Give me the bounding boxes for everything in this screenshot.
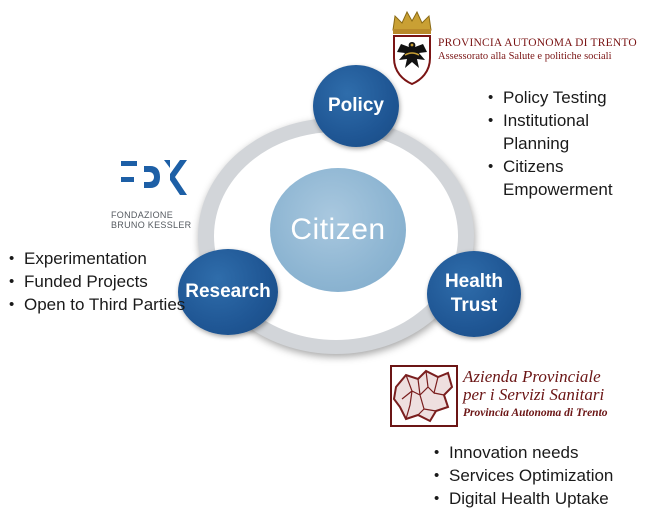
fbk-logo-text: FONDAZIONE BRUNO KESSLER — [111, 210, 191, 230]
apss-logo-line1: Azienda Provinciale — [463, 367, 601, 386]
list-item: Open to Third Parties — [8, 293, 208, 316]
node-health-label-line2: Trust — [450, 295, 498, 316]
list-item: Citizens Empowerment — [487, 155, 657, 201]
research-bullet-list: Experimentation Funded Projects Open to … — [8, 247, 208, 316]
list-item: Innovation needs — [433, 441, 659, 464]
center-circle: Citizen — [270, 168, 406, 292]
fbk-logo-line2: BRUNO KESSLER — [111, 220, 192, 230]
list-item: Institutional Planning — [487, 109, 657, 155]
health-bullet-list: Innovation needs Services Optimization D… — [433, 441, 659, 510]
trento-coat-of-arms-icon — [392, 10, 432, 86]
list-item: Digital Health Uptake — [433, 487, 659, 510]
fbk-logo-line1: FONDAZIONE — [111, 210, 174, 220]
node-health-label-line1: Health — [444, 271, 504, 292]
fbk-logo-icon — [121, 160, 187, 195]
apss-logo-text: Azienda Provinciale per i Servizi Sanita… — [463, 367, 608, 420]
apss-map-logo-icon — [390, 365, 458, 427]
apss-logo-line3: Provincia Autonoma di Trento — [463, 407, 608, 419]
trento-logo-subtitle: Assessorato alla Salute e politiche soci… — [438, 51, 612, 62]
node-health-trust: Health Trust — [427, 251, 521, 337]
center-label: Citizen — [290, 213, 386, 246]
list-item: Funded Projects — [8, 270, 208, 293]
node-policy-label: Policy — [328, 95, 384, 116]
list-item: Experimentation — [8, 247, 208, 270]
policy-bullet-list: Policy Testing Institutional Planning Ci… — [487, 86, 657, 201]
apss-logo-line2: per i Servizi Sanitari — [463, 385, 605, 404]
trento-logo-text: PROVINCIA AUTONOMA DI TRENTO Assessorato… — [438, 37, 637, 62]
trento-logo-title: PROVINCIA AUTONOMA DI TRENTO — [438, 37, 637, 49]
list-item: Services Optimization — [433, 464, 659, 487]
node-policy: Policy — [313, 65, 399, 147]
list-item: Policy Testing — [487, 86, 657, 109]
